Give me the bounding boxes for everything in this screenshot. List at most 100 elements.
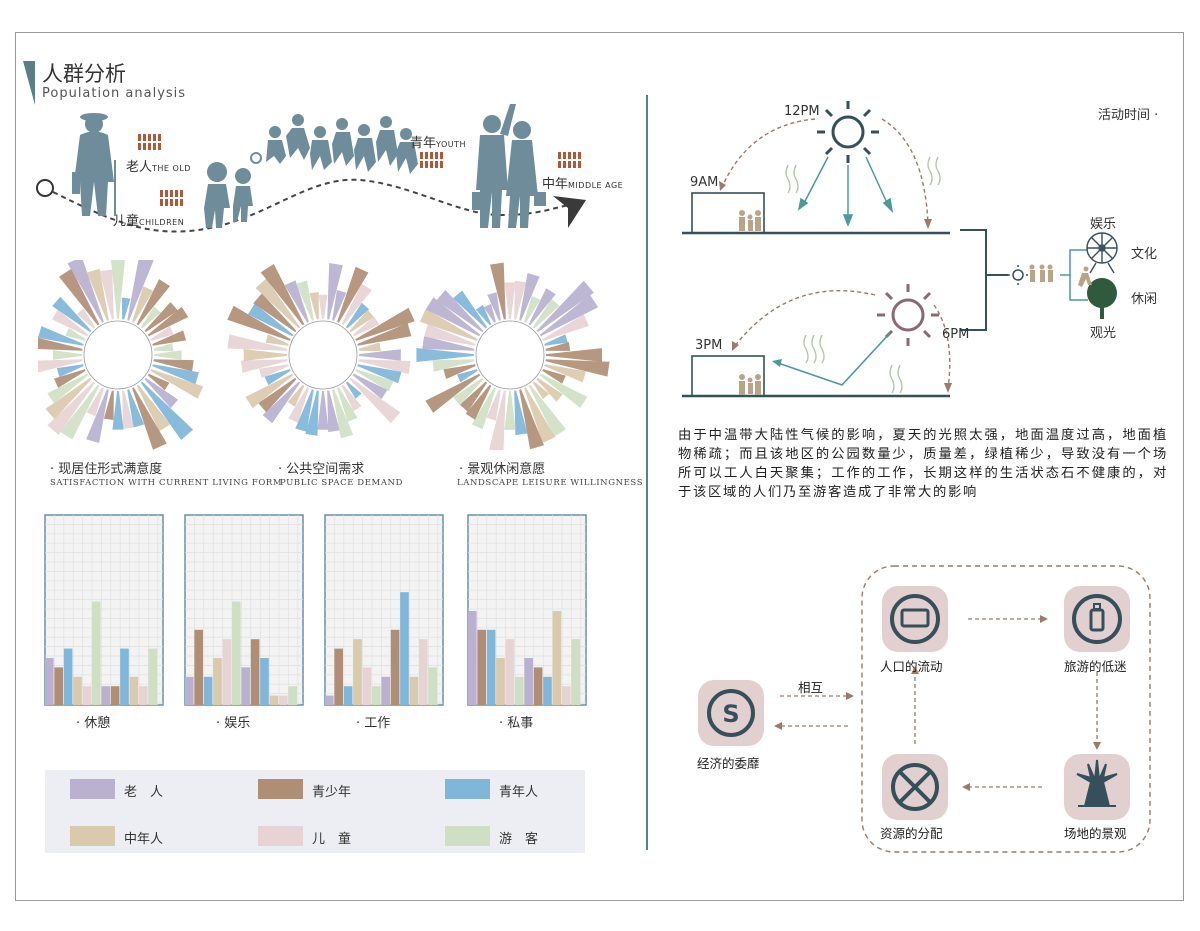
label-entertainment: 娱乐: [1090, 217, 1117, 232]
label-sightseeing: 观光: [1090, 326, 1117, 341]
radial-petal: [38, 326, 84, 346]
radial-chart-public-space: [227, 263, 415, 439]
bar: [203, 676, 213, 705]
radial-petal: [60, 384, 100, 440]
legend-label: 儿 童: [312, 832, 352, 847]
start-circle-icon: [36, 179, 54, 197]
bar: [148, 648, 157, 705]
radial-petal: [86, 387, 104, 417]
radial-petal: [287, 384, 305, 407]
radial-petal: [132, 286, 154, 323]
radial-petal: [227, 305, 291, 341]
bar: [110, 686, 120, 705]
radial-petal: [532, 381, 550, 400]
radial-petal: [544, 364, 586, 383]
legend-label: 中年人: [124, 832, 164, 847]
section-title: 人群分析: [42, 62, 126, 86]
radial-petal: [99, 269, 114, 320]
legend-label: 老 人: [124, 785, 164, 800]
radial-caption-2-en: PUBLIC SPACE DEMAND: [280, 478, 404, 488]
bar: [571, 639, 580, 705]
radial-petal: [528, 384, 566, 437]
bar: [288, 686, 297, 705]
radial-petal: [154, 350, 182, 360]
activity-title: 活动时间 ·: [1098, 108, 1159, 123]
bar: [343, 686, 353, 705]
people-icon-2: [739, 374, 761, 395]
radial-petal: [419, 308, 478, 341]
bar: [232, 601, 241, 705]
bar: [533, 667, 543, 705]
bar: [82, 686, 92, 705]
bar-title-rest: · 休憩: [76, 716, 111, 731]
radial-petal: [295, 389, 314, 432]
radial-petal: [59, 268, 100, 326]
radial-petal: [140, 381, 194, 440]
radial-petal: [54, 369, 86, 388]
center-divider: [646, 95, 648, 850]
bar: [139, 686, 148, 705]
children-icon: [204, 152, 262, 228]
sun-icon-2: [877, 284, 939, 346]
middle-age-couple-icon: [472, 104, 546, 228]
bar-title-personal: · 私事: [499, 716, 534, 731]
label-population: 人口的流动: [880, 659, 943, 674]
bar: [428, 667, 437, 705]
radial-caption-1-en: SATISFACTION WITH CURRENT LIVING FORM: [50, 478, 283, 488]
radial-center: [83, 320, 153, 390]
radial-petal: [475, 305, 492, 326]
youth-label: 青年YOUTH: [410, 136, 467, 151]
radial-petal: [136, 384, 171, 432]
radial-petal: [425, 297, 481, 337]
radial-petal: [358, 359, 411, 374]
radial-petal: [436, 290, 484, 333]
radial-petal: [305, 390, 319, 436]
radial-petal: [127, 260, 154, 321]
radial-chart-living-form: [38, 260, 204, 450]
bar: [279, 695, 288, 705]
bar: [390, 629, 400, 705]
bar: [515, 676, 524, 705]
radial-caption-1: · 现居住形式满意度: [50, 462, 163, 477]
radial-petal: [504, 391, 516, 430]
radial-petal: [51, 309, 89, 337]
bar: [54, 667, 63, 705]
legend-label: 青年人: [499, 785, 539, 800]
bar: [468, 611, 477, 705]
sun-icon: [817, 101, 879, 163]
radial-petal: [539, 294, 599, 337]
bar: [486, 629, 496, 705]
bar-chart-work: [324, 514, 444, 706]
radial-petal: [259, 364, 289, 379]
radial-petal: [153, 359, 194, 372]
section-subtitle: Population analysis: [42, 86, 187, 101]
bar: [543, 676, 552, 705]
figure-group-icons: [138, 134, 581, 206]
radial-petal: [424, 324, 476, 346]
radial-petal: [245, 373, 294, 409]
radial-petal: [153, 343, 174, 352]
radial-petal: [262, 381, 301, 424]
radial-petal: [471, 387, 496, 430]
legend-swatch: [70, 826, 115, 846]
legend-swatch: [258, 826, 303, 846]
radial-petal: [422, 336, 475, 351]
radial-petal: [453, 290, 488, 329]
bar: [505, 639, 515, 705]
radial-petal: [240, 359, 288, 373]
radial-petal: [56, 364, 84, 378]
radial-petal: [337, 266, 369, 323]
bar: [250, 639, 260, 705]
bar: [419, 639, 428, 705]
radial-petal: [121, 297, 131, 320]
radial-petal: [318, 294, 328, 319]
bar: [63, 648, 73, 705]
legend-swatch: [445, 779, 490, 799]
bar-title-entertainment: · 娱乐: [216, 716, 251, 731]
old-label: 老人THE OLD: [126, 160, 191, 175]
radial-petal: [150, 369, 204, 399]
radial-petal: [459, 381, 488, 412]
tree-icon: [1087, 278, 1117, 319]
youth-group-icon: [266, 114, 418, 174]
radial-petal: [52, 350, 82, 360]
